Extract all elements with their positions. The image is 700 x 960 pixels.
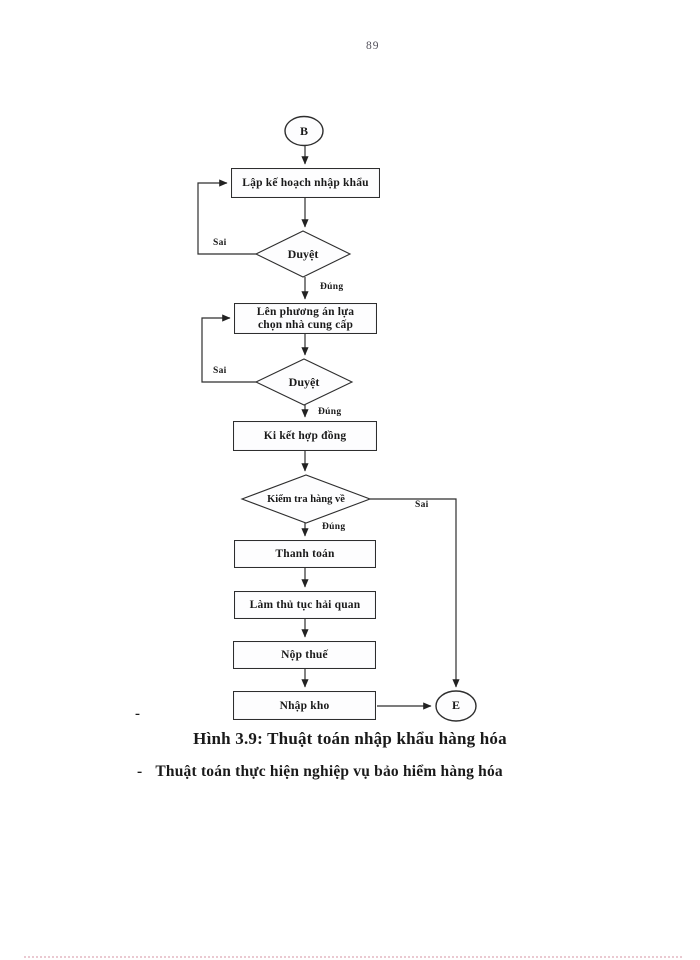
end-terminal-shape (435, 690, 477, 722)
process-label: Nhập kho (279, 699, 330, 712)
process-box-plan: Lập kế hoạch nhập khẩu (231, 168, 380, 198)
start-terminal-shape (284, 115, 324, 147)
decision3-diamond (240, 474, 372, 524)
end-terminal-label: E (451, 698, 460, 712)
decision2-diamond (254, 358, 354, 406)
edge-label-yes-1: Đúng (320, 282, 344, 292)
decision1-label: Duyệt (287, 246, 319, 261)
process-label: Lập kế hoạch nhập khẩu (242, 177, 369, 189)
bullet-line: - Thuật toán thực hiện nghiệp vụ bảo hiể… (137, 763, 503, 781)
page-number: 89 (366, 40, 380, 52)
decision2-label: Duyệt (288, 374, 320, 389)
edge-label-yes-3: Đúng (322, 522, 346, 532)
stray-dash: - (135, 706, 140, 722)
process-box-contract: Ki kết hợp đồng (233, 421, 377, 451)
process-box-tax: Nộp thuế (233, 641, 376, 669)
process-box-supplier: Lên phương án lựa chọn nhà cung cấp (234, 303, 377, 334)
process-label: Nộp thuế (281, 649, 328, 661)
flowchart-connectors (197, 145, 460, 710)
edge-label-no-1: Sai (213, 238, 227, 248)
flowchart-shapes (240, 115, 477, 722)
decision1-diamond (254, 230, 352, 278)
process-label: Làm thủ tục hải quan (249, 599, 361, 611)
process-box-payment: Thanh toán (234, 540, 376, 568)
start-terminal-label: B (299, 123, 308, 138)
decision3-label: Kiểm tra hàng về (267, 493, 345, 505)
edge-check-no-to-end (370, 498, 460, 688)
process-box-warehouse: Nhập kho (233, 691, 376, 720)
edge-approve1-no-loop (197, 179, 256, 255)
process-label-line1: Lên phương án lựa (256, 305, 355, 318)
bullet-dash: - (137, 763, 143, 780)
edge-label-no-2: Sai (213, 366, 227, 376)
process-label: Ki kết hợp đồng (263, 430, 347, 442)
bottom-dotted-rule (24, 956, 682, 958)
edge-approve2-no-loop (201, 314, 256, 383)
process-label: Lên phương án lựa chọn nhà cung cấp (257, 306, 354, 332)
process-box-customs: Làm thủ tục hải quan (234, 591, 376, 619)
figure-caption: Hình 3.9: Thuật toán nhập khẩu hàng hóa (193, 729, 507, 748)
edge-label-yes-2: Đúng (318, 407, 342, 417)
edge-label-no-3: Sai (415, 500, 429, 510)
process-label: Thanh toán (275, 548, 335, 560)
process-label-line2: chọn nhà cung cấp (257, 318, 354, 331)
bullet-text: Thuật toán thực hiện nghiệp vụ bảo hiểm … (155, 763, 503, 780)
